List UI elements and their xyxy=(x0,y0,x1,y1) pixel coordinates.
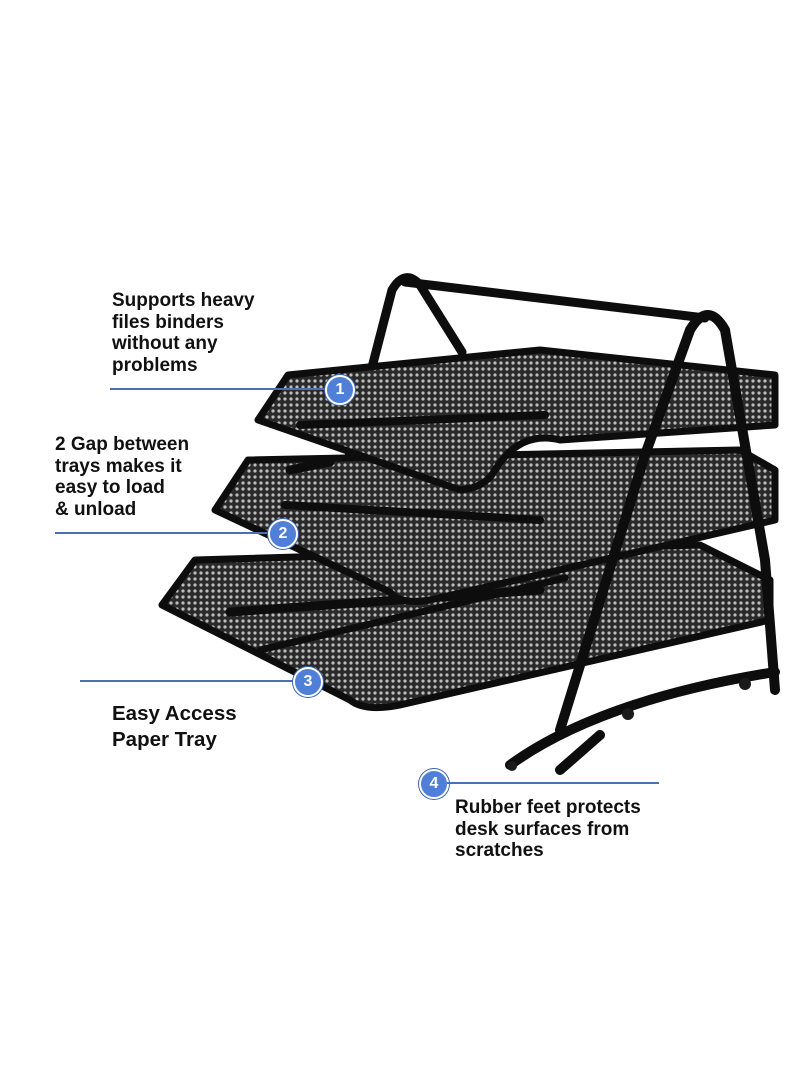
callout-2-number-badge: 2 xyxy=(268,519,298,549)
callout-4-text: Rubber feet protects desk surfaces from … xyxy=(455,797,641,862)
callout-2-leader-line xyxy=(55,532,270,534)
callout-line: desk surfaces from xyxy=(455,818,630,840)
rubber-feet xyxy=(507,678,751,771)
callout-1-text: Supports heavy files binders without any… xyxy=(112,290,255,376)
callout-3-text: Easy Access Paper Tray xyxy=(112,701,237,753)
callout-line: files binders xyxy=(112,311,224,333)
callout-line: & unload xyxy=(55,498,137,520)
callout-line: Paper Tray xyxy=(112,728,217,751)
callout-3-number-badge: 3 xyxy=(293,667,323,697)
callout-line: 2 Gap between xyxy=(55,434,190,455)
front-frame xyxy=(505,310,780,775)
callout-4-number-badge: 4 xyxy=(419,769,449,799)
callout-line: problems xyxy=(112,354,198,376)
tray-top xyxy=(254,346,779,494)
tray-bottom xyxy=(158,541,774,712)
callout-3-leader-line xyxy=(80,680,295,682)
callout-2-text: 2 Gap between trays makes it easy to loa… xyxy=(55,434,189,520)
callout-line: Easy Access xyxy=(112,702,237,725)
callout-line: Supports heavy xyxy=(112,290,255,311)
callout-1-leader-line xyxy=(110,388,328,390)
callout-line: scratches xyxy=(455,840,544,861)
callout-line: easy to load xyxy=(55,477,165,498)
callout-4-leader-line xyxy=(447,782,659,784)
callout-line: Rubber feet protects xyxy=(455,797,641,818)
callout-line: without any xyxy=(112,333,218,354)
callout-1-number-badge: 1 xyxy=(325,375,355,405)
callout-line: trays makes it xyxy=(55,455,182,477)
